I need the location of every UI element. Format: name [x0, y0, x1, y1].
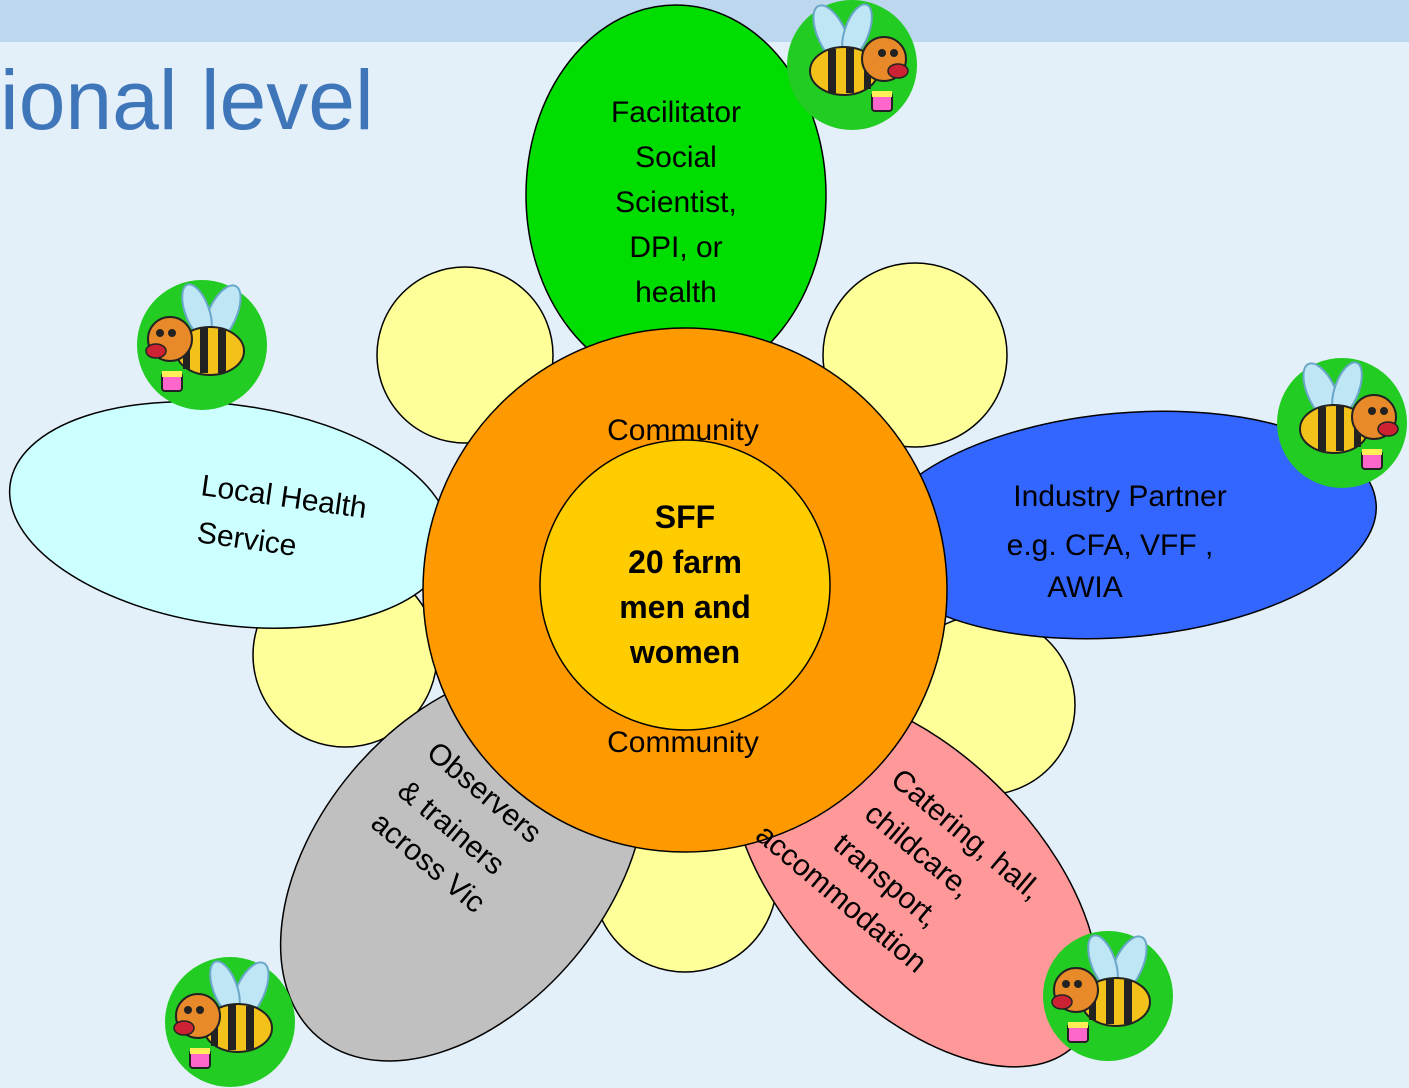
slide-title: ational level [0, 53, 374, 147]
industry-line-1: Industry Partner [1013, 480, 1226, 513]
bee-icon [1042, 930, 1174, 1062]
industry-label: Industry Partner e.g. CFA, VFF , AWIA [1007, 480, 1227, 604]
industry-line-3: AWIA [1047, 571, 1123, 604]
center-line-4: women [629, 634, 740, 670]
facilitator-line-5: health [635, 276, 717, 309]
facilitator-line-2: Social [635, 141, 717, 174]
bee-icon [1276, 357, 1408, 489]
bee-icon [164, 956, 296, 1088]
yellow-petal-upper-right [822, 262, 1008, 448]
center-circle [539, 439, 831, 731]
center-line-2: 20 farm [628, 544, 742, 580]
bee-icon [786, 0, 918, 131]
center-label: SFF 20 farm men and women [619, 499, 751, 670]
center-line-3: men and [619, 589, 751, 625]
community-label-bottom: Community [607, 726, 759, 759]
center-line-1: SFF [655, 499, 715, 535]
facilitator-line-1: Facilitator [611, 96, 741, 129]
industry-line-2: e.g. CFA, VFF , [1007, 529, 1214, 562]
facilitator-label: Facilitator Social Scientist, DPI, or he… [611, 96, 741, 309]
facilitator-line-4: DPI, or [629, 231, 722, 264]
community-label-top: Community [607, 414, 759, 447]
bee-icon [136, 279, 268, 411]
facilitator-line-3: Scientist, [615, 186, 737, 219]
